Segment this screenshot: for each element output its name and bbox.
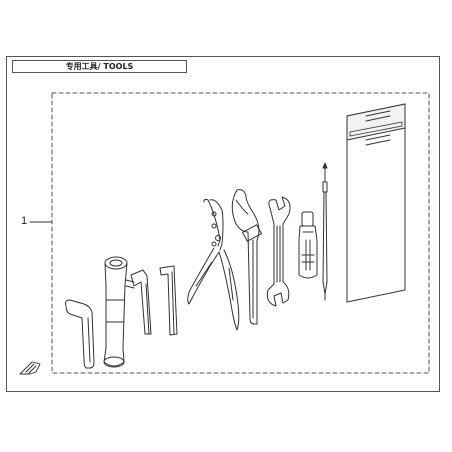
reference-pointer-icon [19,361,41,375]
hook-spanner-icon [231,189,262,325]
assembly-group-box [51,92,430,374]
spark-plug-socket-icon [103,256,135,368]
screwdriver-bit-icon [322,162,328,301]
tool-bag-icon [346,29,406,303]
hex-key-large-icon [65,299,95,369]
screwdriver-handle-icon [298,211,318,279]
open-end-wrench-icon [266,196,291,307]
hex-key-medium-icon [130,269,152,335]
diagram-frame [6,56,440,392]
pliers-icon [187,198,240,331]
page-title: 专用工具/ TOOLS [65,62,134,71]
title-box: 专用工具/ TOOLS [12,60,187,73]
callout-number: 1 [21,215,28,227]
hex-key-small-icon [159,265,178,336]
